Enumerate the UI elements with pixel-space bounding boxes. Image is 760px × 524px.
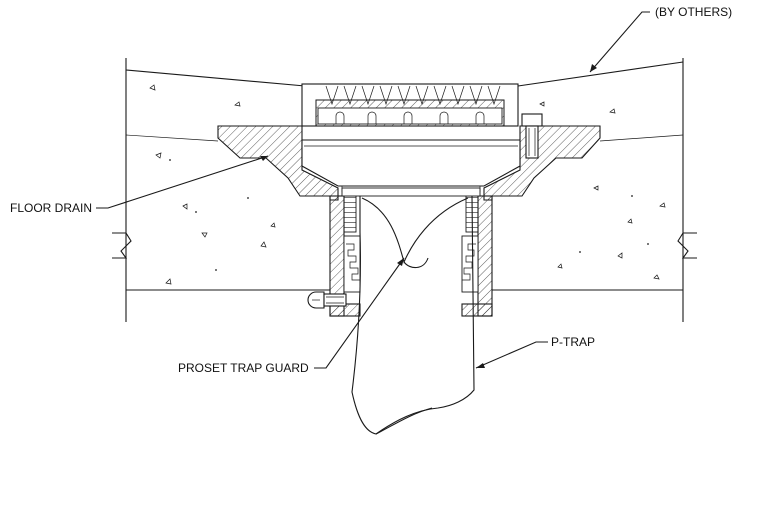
p-trap-pipe [351,195,475,435]
concrete-slab [112,58,697,322]
label-p-trap: P-TRAP [551,335,595,349]
leader-lines [96,11,650,369]
strainer-grate [301,83,521,197]
drain-body [217,125,601,317]
label-floor-drain: FLOOR DRAIN [10,201,92,215]
label-proset-trap-guard: PROSET TRAP GUARD [178,361,309,375]
clamp-bolt [521,113,543,159]
set-screw [307,291,347,309]
label-by-others: (BY OTHERS) [655,5,732,19]
